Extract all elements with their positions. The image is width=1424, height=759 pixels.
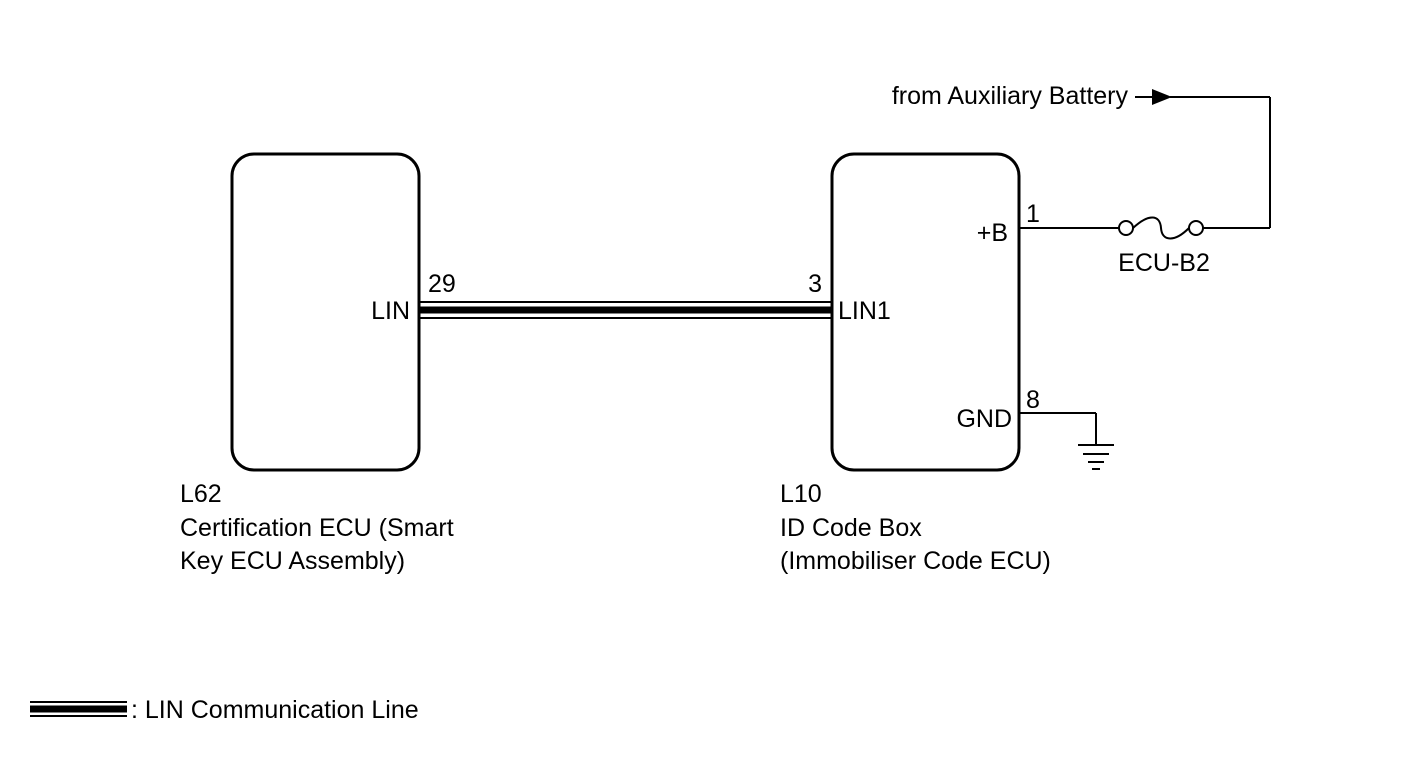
- power-wire: [1019, 96, 1271, 229]
- left-component-name-line1: Certification ECU (Smart: [180, 514, 454, 542]
- lin-communication-line: [419, 301, 832, 319]
- fuse-icon: [1118, 216, 1204, 240]
- left-terminal-label-lin: LIN: [371, 297, 410, 325]
- legend-label: : LIN Communication Line: [131, 696, 419, 724]
- right-terminal-pin-3: 3: [808, 270, 822, 298]
- right-component-name-line1: ID Code Box: [780, 514, 922, 542]
- arrow-right-icon: [1152, 89, 1172, 105]
- ground-wire: [1019, 412, 1097, 445]
- fuse-label: ECU-B2: [1118, 249, 1210, 277]
- left-terminal-pin-29: 29: [428, 270, 456, 298]
- right-terminal-label-lin1: LIN1: [838, 297, 891, 325]
- right-component-code: L10: [780, 480, 822, 508]
- right-component-name-line2: (Immobiliser Code ECU): [780, 547, 1051, 575]
- right-terminal-pin-1: 1: [1026, 200, 1040, 228]
- legend-line-symbol: [30, 701, 127, 717]
- power-source-label: from Auxiliary Battery: [892, 82, 1129, 110]
- right-terminal-pin-8: 8: [1026, 386, 1040, 414]
- left-component-code: L62: [180, 480, 222, 508]
- right-terminal-label-gnd: GND: [956, 405, 1012, 433]
- left-component-name-line2: Key ECU Assembly): [180, 547, 405, 575]
- right-terminal-label-plus-b: +B: [977, 219, 1008, 247]
- ground-icon: [1078, 444, 1114, 470]
